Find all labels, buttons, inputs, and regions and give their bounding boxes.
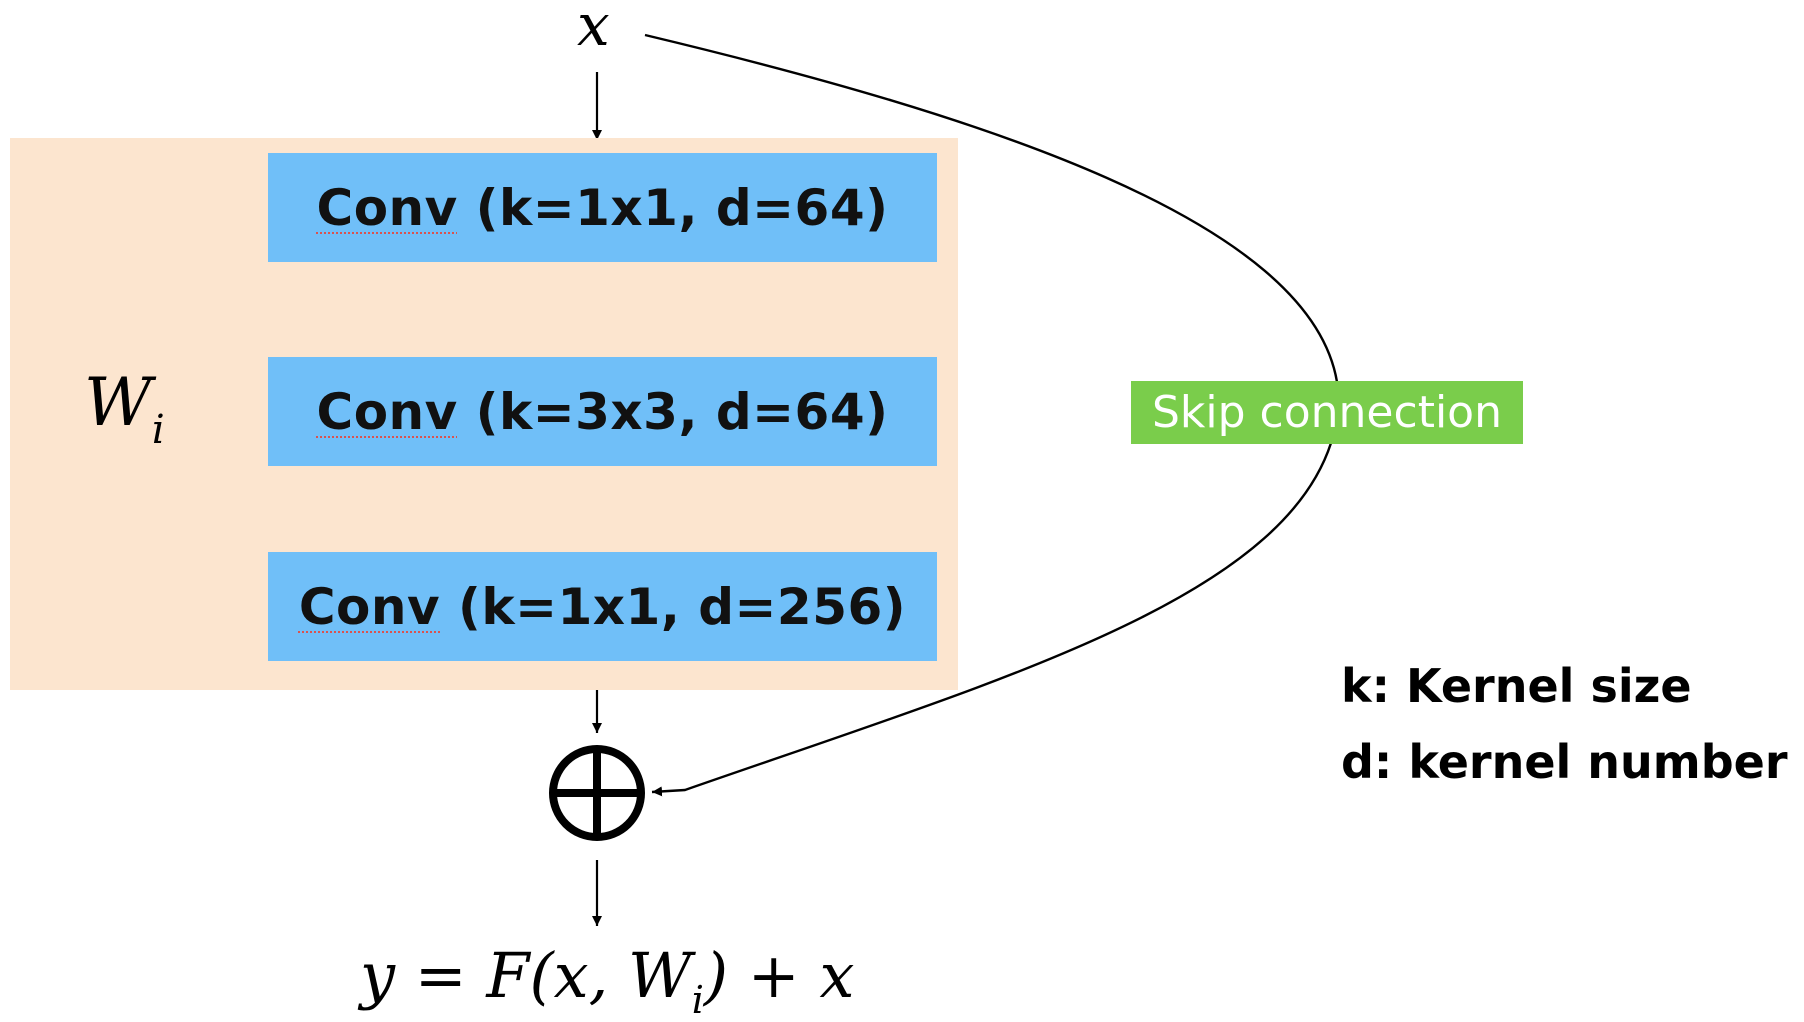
weights-subscript: i [151,407,165,453]
output-eq: = [414,939,467,1012]
input-symbol: x [577,0,610,59]
conv-params: (k=1x1, d=64) [457,178,889,237]
circled-plus-icon [549,745,645,841]
skip-connection-label: Skip connection [1131,381,1523,444]
legend-kernel-size: k: Kernel size [1341,659,1692,713]
conv-block-2: Conv (k=3x3, d=64) [268,357,937,466]
weights-symbol: Wi [84,370,165,453]
conv-params: (k=1x1, d=256) [440,577,907,636]
weights-letter: W [84,364,152,441]
output-func: F(x, W [486,939,692,1012]
conv-word: Conv [316,178,458,237]
legend-kernel-number: d: kernel number [1341,735,1788,789]
output-formula: y = F(x, Wi) + x [360,945,854,1022]
output-lhs: y [360,939,396,1012]
output-rest: ) + x [703,939,855,1012]
conv-word: Conv [298,577,441,636]
conv-block-3: Conv (k=1x1, d=256) [268,552,937,661]
skip-connection-curve-upper [644,33,1339,383]
output-subscript: i [691,978,704,1022]
skip-connection-curve-lower [651,442,1333,797]
conv-block-1: Conv (k=1x1, d=64) [268,153,937,262]
conv-word: Conv [316,382,458,441]
conv-params: (k=3x3, d=64) [457,382,889,441]
